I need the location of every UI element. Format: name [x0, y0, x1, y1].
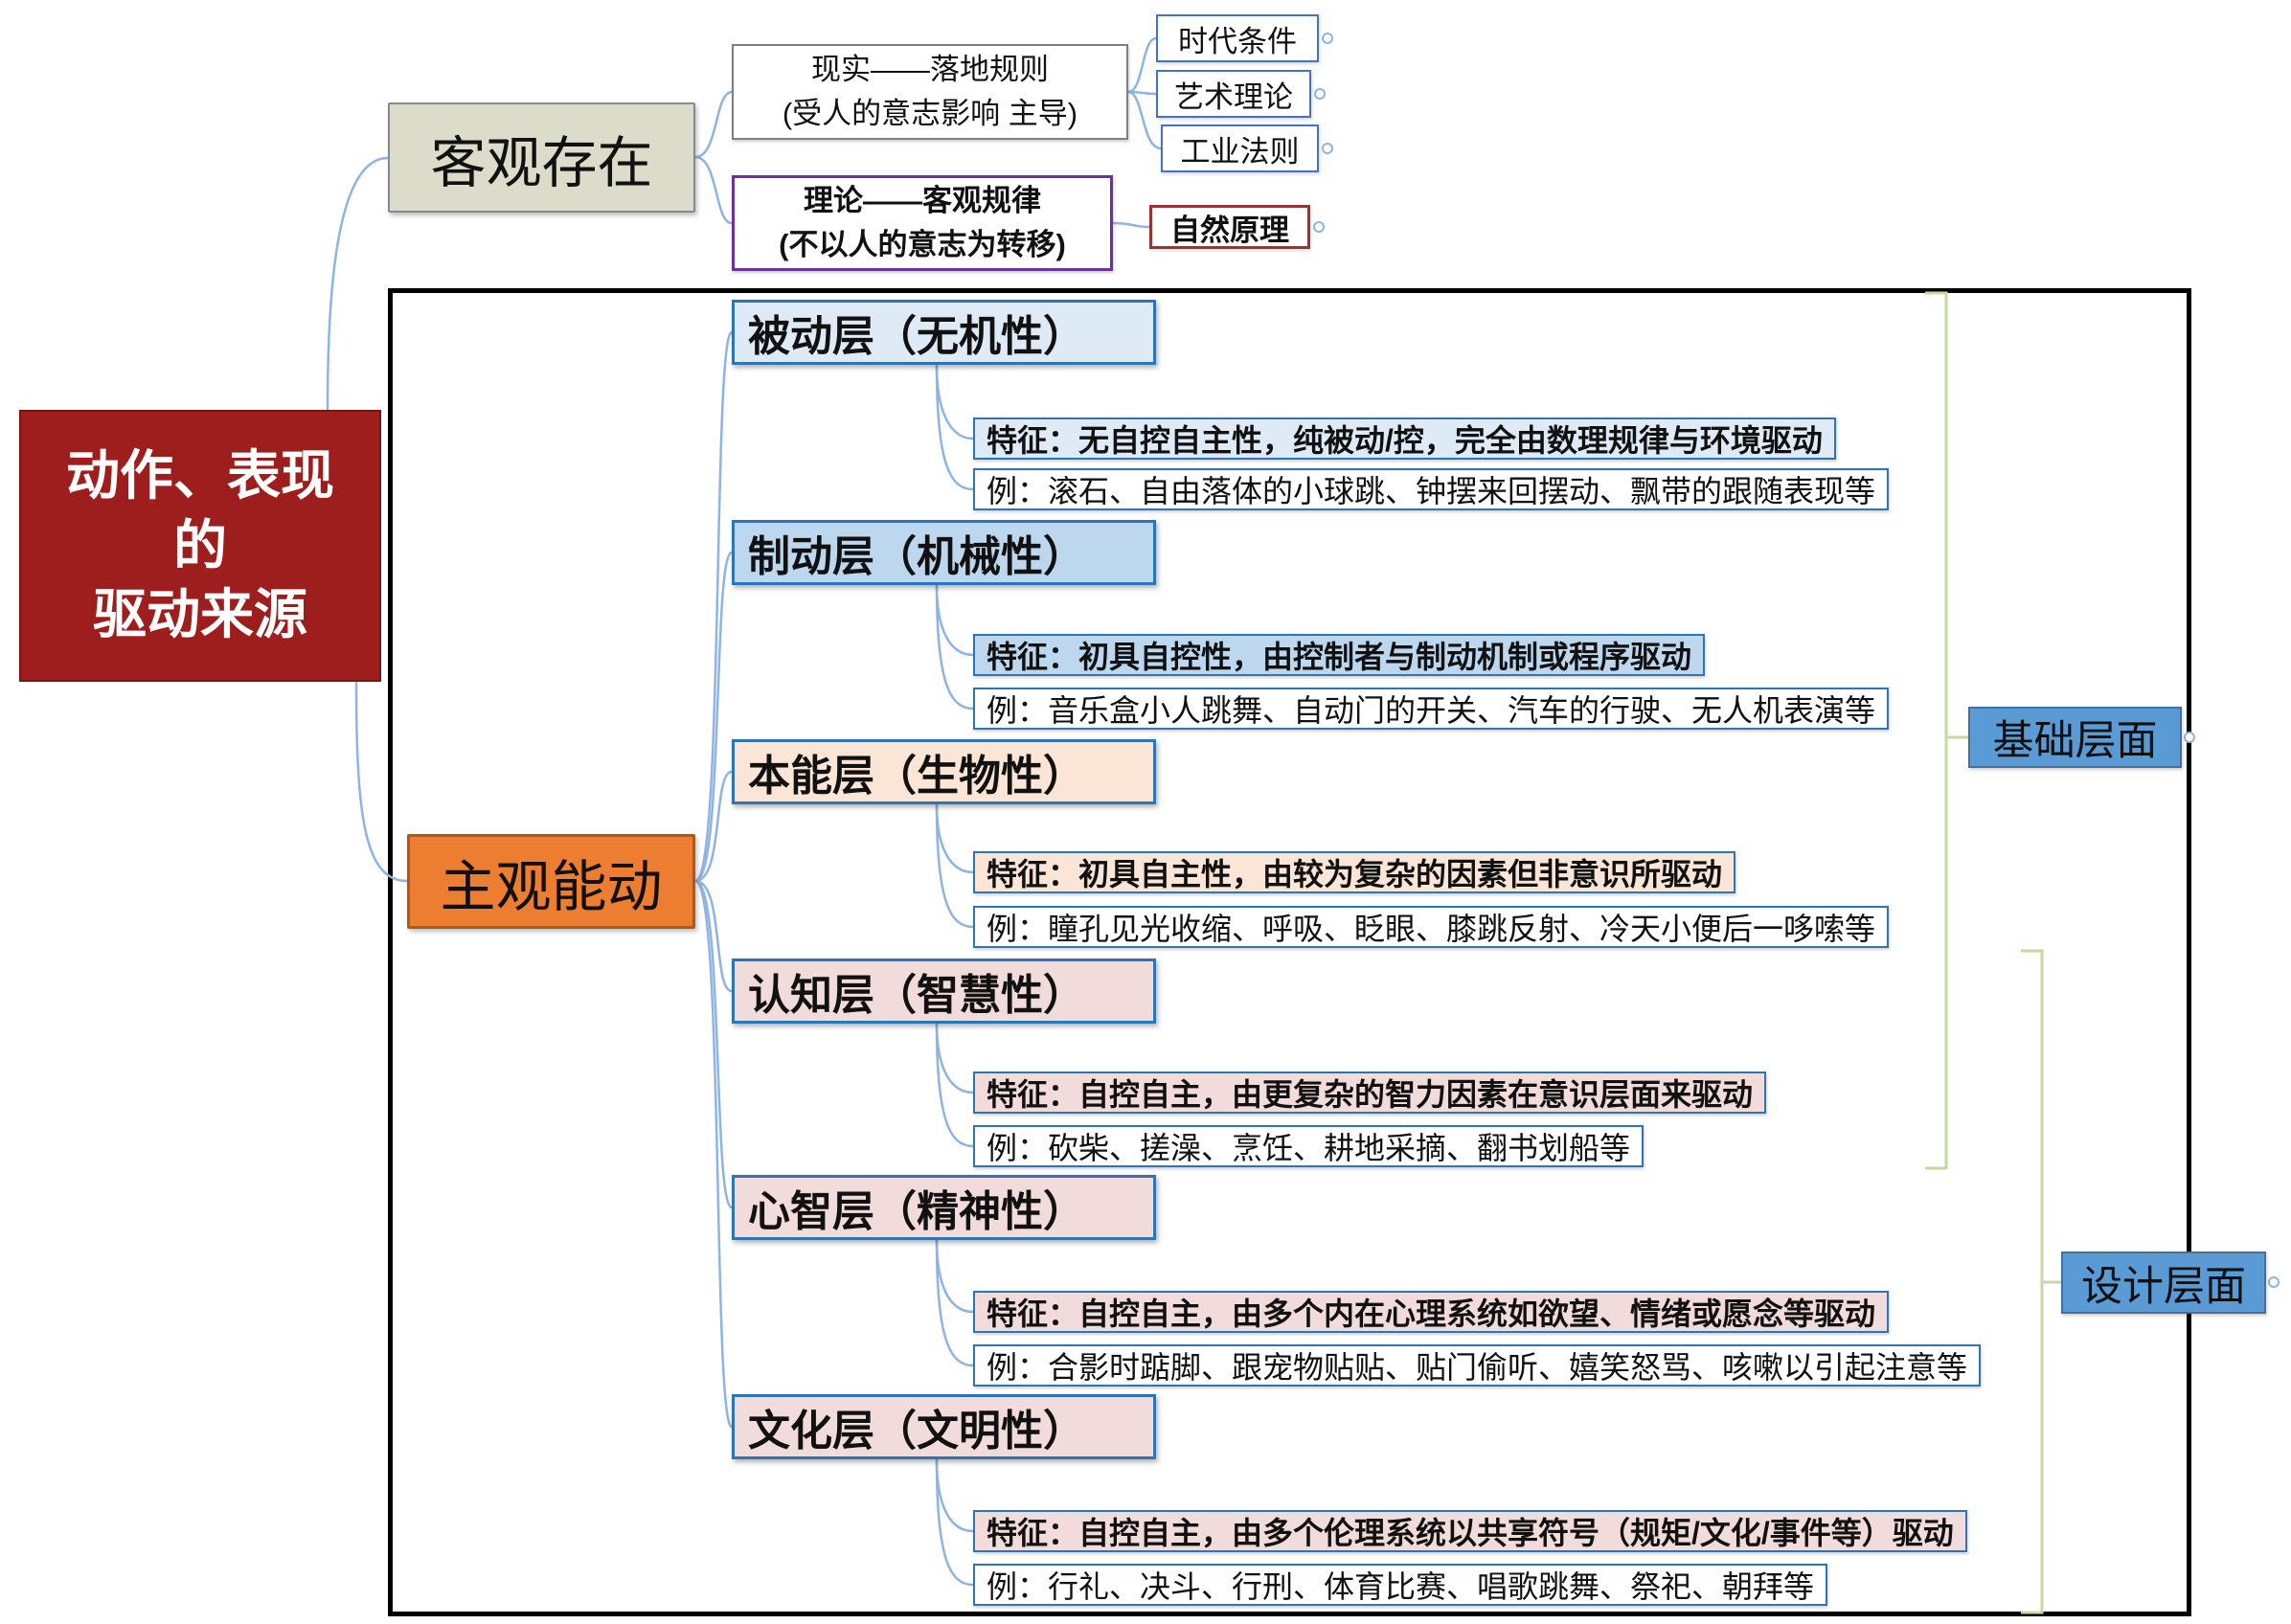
- connector-objective-reality: [694, 90, 733, 159]
- layer-example-passive[interactable]: 例：滚石、自由落体的小球跳、钟摆来回摆动、飘带的跟随表现等: [973, 468, 1890, 510]
- layer-title-passive[interactable]: 被动层（无机性）: [732, 300, 1156, 365]
- connector-root-objective: [326, 156, 389, 411]
- connector-objective-theory: [694, 155, 733, 225]
- topic-era-conditions[interactable]: 时代条件: [1156, 14, 1319, 62]
- root-topic[interactable]: 动作、表现 的 驱动来源: [19, 410, 381, 682]
- layer-title-cultural[interactable]: 文化层（文明性）: [732, 1394, 1156, 1459]
- layer-feature-mental[interactable]: 特征：自控自主，由多个内在心理系统如欲望、情绪或愿念等驱动: [973, 1291, 1890, 1333]
- layer-example-braking[interactable]: 例：音乐盒小人跳舞、自动门的开关、汽车的行驶、无人机表演等: [973, 688, 1890, 730]
- topic-theory-laws[interactable]: 理论——客观规律 (不以人的意志为转移): [732, 175, 1113, 271]
- layer-feature-passive[interactable]: 特征：无自控自主性，纯被动/控，完全由数理规律与环境驱动: [973, 417, 1836, 460]
- layer-title-instinct[interactable]: 本能层（生物性）: [732, 739, 1156, 804]
- expand-toggle-icon[interactable]: [1313, 221, 1325, 233]
- layer-title-braking[interactable]: 制动层（机械性）: [732, 520, 1156, 585]
- expand-toggle-icon[interactable]: [1314, 88, 1326, 100]
- topic-subjective-initiative[interactable]: 主观能动: [407, 834, 695, 929]
- topic-industry-rules[interactable]: 工业法则: [1161, 124, 1319, 172]
- layer-example-mental[interactable]: 例：合影时踮脚、跟宠物贴贴、贴门偷听、嬉笑怒骂、咳嗽以引起注意等: [973, 1344, 1982, 1387]
- subjective-boundary-frame: [388, 288, 2191, 1616]
- layer-example-instinct[interactable]: 例：瞳孔见光收缩、呼吸、眨眼、膝跳反射、冷天小便后一哆嗦等: [973, 906, 1890, 948]
- connector-reality-art: [1127, 90, 1157, 96]
- layer-example-cultural[interactable]: 例：行礼、决斗、行刑、体育比赛、唱歌跳舞、祭祀、朝拜等: [973, 1564, 1828, 1606]
- connector-reality-era: [1127, 36, 1157, 94]
- topic-reality-rules[interactable]: 现实——落地规则 (受人的意志影响 主导): [732, 44, 1128, 140]
- topic-natural-principles[interactable]: 自然原理: [1149, 205, 1310, 249]
- layer-feature-cultural[interactable]: 特征：自控自主，由多个伦理系统以共享符号（规矩/文化/事件等）驱动: [973, 1510, 1967, 1552]
- annotation-base-layer[interactable]: 基础层面: [1968, 707, 2182, 768]
- layer-example-cognitive[interactable]: 例：砍柴、搓澡、烹饪、耕地采摘、翻书划船等: [973, 1125, 1645, 1167]
- layer-feature-cognitive[interactable]: 特征：自控自主，由更复杂的智力因素在意识层面来驱动: [973, 1071, 1767, 1114]
- layer-feature-braking[interactable]: 特征：初具自控性，由控制者与制动机制或程序驱动: [973, 634, 1706, 676]
- layer-feature-instinct[interactable]: 特征：初具自主性，由较为复杂的因素但非意识所驱动: [973, 851, 1736, 893]
- topic-objective-existence[interactable]: 客观存在: [388, 102, 695, 213]
- topic-art-theory[interactable]: 艺术理论: [1156, 70, 1311, 118]
- expand-toggle-icon[interactable]: [2184, 732, 2195, 743]
- layer-title-cognitive[interactable]: 认知层（智慧性）: [732, 959, 1156, 1024]
- expand-toggle-icon[interactable]: [1322, 143, 1333, 154]
- expand-toggle-icon[interactable]: [2268, 1276, 2280, 1288]
- annotation-design-layer[interactable]: 设计层面: [2061, 1252, 2266, 1314]
- expand-toggle-icon[interactable]: [1322, 33, 1333, 44]
- connector-theory-nature: [1112, 221, 1150, 229]
- layer-title-mental[interactable]: 心智层（精神性）: [732, 1175, 1156, 1240]
